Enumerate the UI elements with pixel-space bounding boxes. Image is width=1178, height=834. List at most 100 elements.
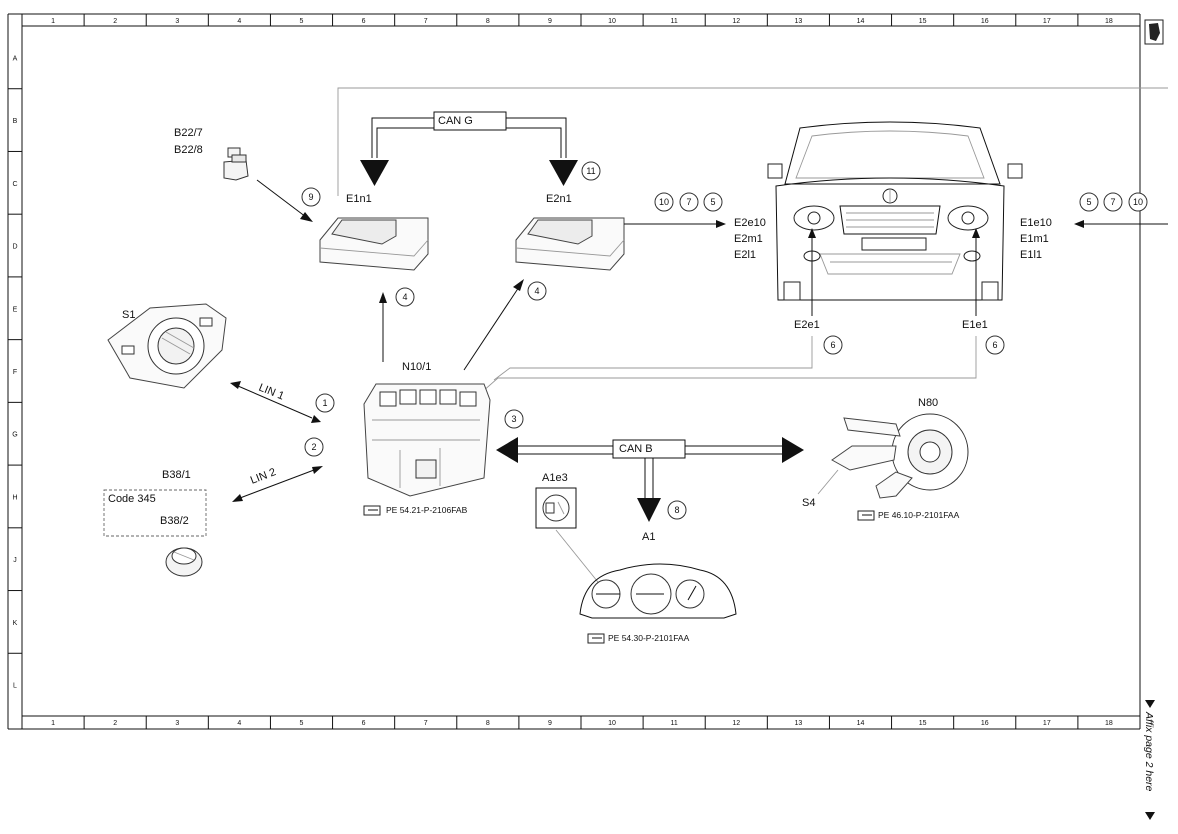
label-a1e3: A1e3 xyxy=(542,472,568,484)
label-n80: N80 xyxy=(918,397,938,409)
label-s4: S4 xyxy=(802,497,815,509)
can-g-bus: CAN G xyxy=(360,111,578,186)
row-label: A xyxy=(13,55,18,62)
label-e2m1: E2m1 xyxy=(734,233,763,245)
module-e2n1: E2n1 xyxy=(515,193,625,271)
label-e1e1: E1e1 xyxy=(962,319,988,331)
corner-logo xyxy=(1144,19,1164,45)
column-label: 5 xyxy=(300,720,304,727)
column-label: 11 xyxy=(671,720,678,727)
column-label: 2 xyxy=(113,18,117,25)
svg-text:7: 7 xyxy=(1110,197,1115,207)
lin2-label: LIN 2 xyxy=(249,466,278,487)
callout-6: 6 xyxy=(985,335,1005,355)
label-e2e10: E2e10 xyxy=(734,217,766,229)
column-label: 17 xyxy=(1043,18,1051,25)
svg-text:6: 6 xyxy=(830,340,835,350)
row-label: F xyxy=(13,369,17,376)
switch-s1: S1 xyxy=(107,303,227,389)
label-e1e10: E1e10 xyxy=(1020,217,1052,229)
affix-note: Affix page 2 here xyxy=(1143,700,1155,820)
column-label: 4 xyxy=(237,720,241,727)
svg-text:5: 5 xyxy=(710,197,715,207)
column-label: 14 xyxy=(857,720,865,727)
callout-4: 4 xyxy=(395,287,415,307)
svg-text:2: 2 xyxy=(311,442,316,452)
svg-text:3: 3 xyxy=(511,414,516,424)
column-label: 16 xyxy=(981,720,989,727)
column-label: 7 xyxy=(424,18,428,25)
sensor-b38: B38/1 Code 345 B38/2 xyxy=(103,469,207,577)
top-connection-line xyxy=(337,87,1168,196)
label-n10-1: N10/1 xyxy=(402,361,431,373)
label-b22-7: B22/7 xyxy=(174,127,203,139)
column-label: 6 xyxy=(362,18,366,25)
label-b38-1: B38/1 xyxy=(162,469,191,481)
row-label: J xyxy=(13,557,17,564)
callout-2: 2 xyxy=(304,437,324,457)
can-b-label: CAN B xyxy=(619,443,653,455)
column-label: 1 xyxy=(51,720,55,727)
callout-1: 1 xyxy=(315,393,335,413)
column-label: 10 xyxy=(608,720,616,727)
column-label: 3 xyxy=(175,720,179,727)
callout-11: 11 xyxy=(581,161,601,181)
svg-text:7: 7 xyxy=(686,197,691,207)
label-e2n1: E2n1 xyxy=(546,193,572,205)
svg-text:1: 1 xyxy=(322,398,327,408)
column-label: 6 xyxy=(362,720,366,727)
reference-hand-icon-n80 xyxy=(857,510,875,521)
row-label: K xyxy=(13,620,18,627)
can-b-bus: CAN B xyxy=(496,437,804,522)
column-label: 15 xyxy=(919,18,927,25)
row-label: H xyxy=(12,494,17,501)
svg-text:9: 9 xyxy=(308,192,313,202)
reference-a1: PE 54.30-P-2101FAA xyxy=(608,633,690,643)
reference-n80: PE 46.10-P-2101FAA xyxy=(878,510,960,520)
label-e1m1: E1m1 xyxy=(1020,233,1049,245)
label-s1: S1 xyxy=(122,309,135,321)
column-label: 10 xyxy=(608,18,616,25)
column-label: 12 xyxy=(732,18,740,25)
row-label: D xyxy=(12,244,17,251)
label-e2e1: E2e1 xyxy=(794,319,820,331)
column-label: 18 xyxy=(1105,720,1113,727)
row-label: C xyxy=(12,181,17,188)
row-label: B xyxy=(13,118,18,125)
column-label: 5 xyxy=(300,18,304,25)
callout-10: 10 xyxy=(1128,192,1148,212)
column-label: 18 xyxy=(1105,18,1113,25)
column-label: 15 xyxy=(919,720,927,727)
reference-hand-icon-a1 xyxy=(587,633,605,644)
label-b22-8: B22/8 xyxy=(174,144,203,156)
column-label: 13 xyxy=(794,720,802,727)
callout-7: 7 xyxy=(1103,192,1123,212)
row-label: E xyxy=(13,306,18,313)
reference-n10-1: PE 54.21-P-2106FAB xyxy=(386,505,468,515)
column-label: 8 xyxy=(486,18,490,25)
callout-8: 8 xyxy=(667,500,687,520)
row-label: L xyxy=(13,683,17,690)
indicator-a1e3: A1e3 xyxy=(535,472,607,593)
column-label: 1 xyxy=(51,18,55,25)
column-label: 11 xyxy=(671,18,678,25)
instrument-cluster-a1: A1 xyxy=(579,531,737,619)
row-label: G xyxy=(12,432,17,439)
label-e1l1: E1l1 xyxy=(1020,249,1042,261)
column-label: 8 xyxy=(486,720,490,727)
svg-text:10: 10 xyxy=(659,197,669,207)
module-e1n1: E1n1 xyxy=(319,193,429,271)
column-label: 7 xyxy=(424,720,428,727)
svg-text:11: 11 xyxy=(586,166,595,176)
column-label: 17 xyxy=(1043,720,1051,727)
callout-4: 4 xyxy=(527,281,547,301)
lin-buses: LIN 1 LIN 2 xyxy=(230,381,323,502)
column-label: 4 xyxy=(237,18,241,25)
callout-6: 6 xyxy=(823,335,843,355)
reference-hand-icon xyxy=(363,505,381,516)
column-label: 9 xyxy=(548,18,552,25)
callout-10: 10 xyxy=(654,192,674,212)
